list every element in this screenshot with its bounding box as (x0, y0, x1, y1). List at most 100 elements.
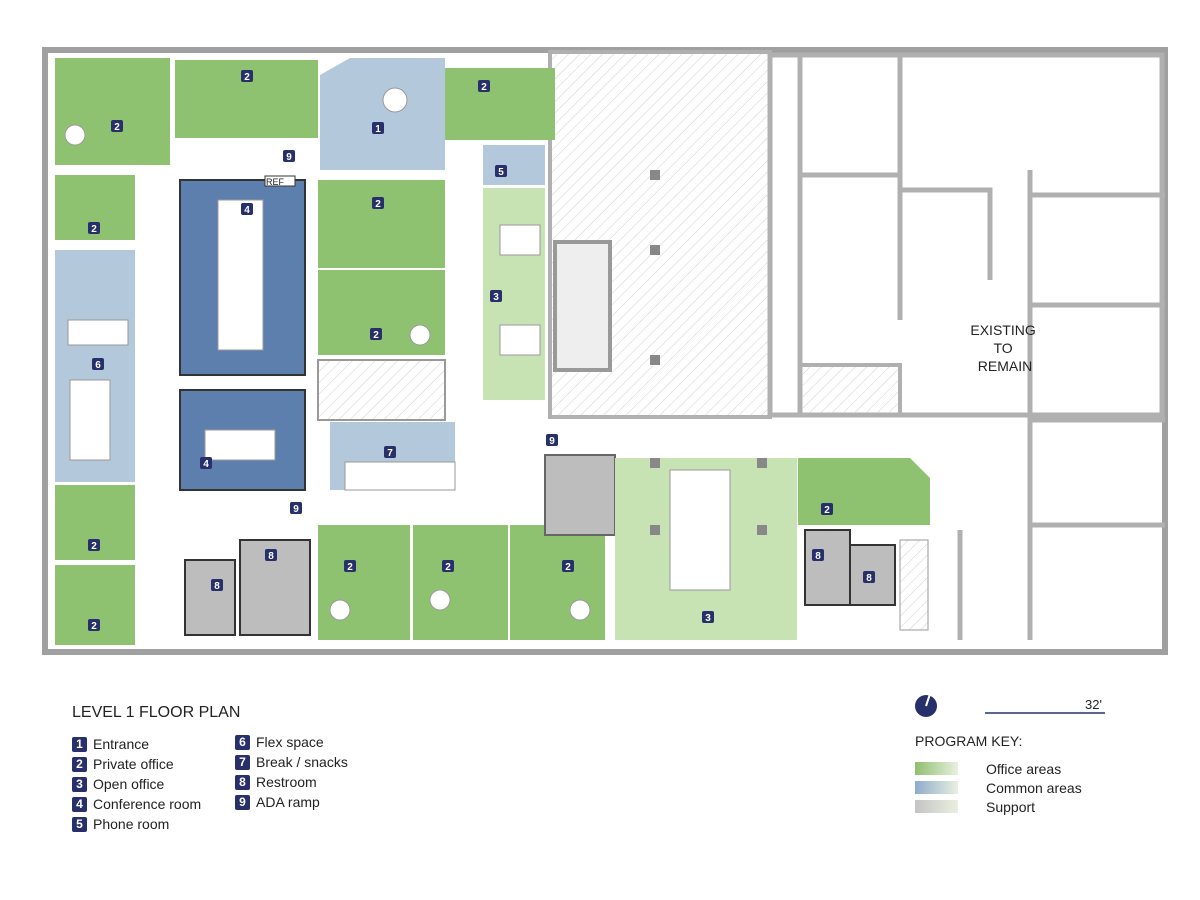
legend-label: Private office (93, 756, 174, 772)
stairs (899, 539, 929, 631)
room-number-badge: 9 (283, 150, 295, 163)
legend-item: 3 Open office (72, 774, 201, 794)
room-number: 8 (268, 551, 274, 562)
legend-number: 7 (235, 754, 250, 770)
legend-item: 7 Break / snacks (235, 752, 348, 772)
program-key-item: Support (915, 797, 1082, 816)
room-number-badge: 2 (442, 560, 454, 573)
room-private-office (318, 525, 410, 640)
program-key-title: PROGRAM KEY: (915, 733, 1023, 749)
legend-label: ADA ramp (256, 794, 320, 810)
room-number: 2 (347, 562, 353, 573)
room-number: 2 (91, 224, 97, 235)
legend-label: Entrance (93, 736, 150, 752)
room-number: 2 (824, 505, 830, 516)
room-number: 2 (445, 562, 451, 573)
room-number-badge: 2 (241, 70, 253, 83)
room-number: 1 (375, 124, 381, 135)
legend-label: Restroom (256, 774, 317, 790)
room-support (544, 454, 616, 536)
legend-label: Phone room (93, 816, 170, 832)
hatched-corridor (798, 363, 902, 417)
room-number: 9 (293, 504, 299, 515)
columns (650, 170, 767, 535)
room-number: 2 (244, 72, 250, 83)
key-swatch (915, 800, 958, 813)
room-number-badge: 6 (92, 358, 104, 371)
room-number-badge: 8 (863, 571, 875, 584)
room-number: 2 (114, 122, 120, 133)
legend-number: 4 (72, 796, 87, 812)
room-private-office (318, 180, 445, 268)
room-number-badge: 8 (812, 549, 824, 562)
room-number: 9 (286, 152, 292, 163)
room-number: 4 (203, 459, 209, 470)
room-number: 7 (387, 448, 393, 459)
room-number-badge: 2 (821, 503, 833, 516)
room-number: 8 (214, 581, 220, 592)
legend-item: 6 Flex space (235, 732, 348, 752)
room-number: 2 (375, 199, 381, 210)
stairs (317, 359, 446, 421)
room-number-badge: 2 (562, 560, 574, 573)
scale-label: 32' (1085, 697, 1102, 712)
room-number: 2 (91, 621, 97, 632)
room-number-badge: 2 (478, 80, 490, 93)
room-number-badge: 4 (241, 203, 253, 216)
legend-number: 6 (235, 734, 250, 750)
refrigerator (264, 175, 296, 187)
legend-label: Conference room (93, 796, 202, 812)
legend-label: Break / snacks (256, 754, 348, 770)
room-private-office (510, 525, 605, 640)
furniture (64, 87, 731, 621)
room-number: 2 (565, 562, 571, 573)
room-private-office (55, 565, 135, 645)
legend-number: 5 (72, 816, 87, 832)
room-number-badge: 2 (88, 619, 100, 632)
room-number: 2 (481, 82, 487, 93)
program-key-item: Office areas (915, 759, 1082, 778)
room-number-badge: 2 (88, 539, 100, 552)
legend-item: 1 Entrance (72, 734, 201, 754)
room-number-badge: 7 (384, 446, 396, 459)
legend-item: 5 Phone room (72, 814, 201, 834)
legend-number: 8 (235, 774, 250, 790)
key-swatch (915, 781, 958, 794)
room-number: 8 (815, 551, 821, 562)
key-label: Common areas (986, 779, 1082, 796)
ref-label: REF (266, 177, 285, 187)
room-number: 9 (549, 436, 555, 447)
room-number: 2 (373, 330, 379, 341)
key-label: Support (986, 798, 1036, 815)
existing-to-remain-label: EXISTING TO REMAIN (970, 322, 1039, 374)
room-number: 8 (866, 573, 872, 584)
room-number: 4 (244, 205, 250, 216)
room-number-badge: 2 (344, 560, 356, 573)
room-restroom (804, 529, 851, 606)
room-number-badge: 3 (490, 290, 502, 303)
room-number: 5 (498, 167, 504, 178)
room-private-office (413, 525, 508, 640)
room-number: 3 (705, 613, 711, 624)
room-number-badge: 2 (370, 328, 382, 341)
plan-title: LEVEL 1 FLOOR PLAN (72, 704, 241, 721)
room-number-badge: 9 (546, 434, 558, 447)
counter (344, 461, 456, 491)
key-label: Office areas (986, 760, 1062, 777)
room-private-office (798, 458, 930, 525)
room-number-badge: 2 (111, 120, 123, 133)
room-number-badge: 2 (372, 197, 384, 210)
room-number: 2 (91, 541, 97, 552)
legend-number: 3 (72, 776, 87, 792)
legend-label: Flex space (256, 734, 324, 750)
program-key-item: Common areas (915, 778, 1082, 797)
legend-label: Open office (93, 776, 165, 792)
key-swatch (915, 762, 958, 775)
room-entrance (320, 58, 445, 170)
legend-number: 1 (72, 736, 87, 752)
room-private-office (55, 58, 170, 165)
